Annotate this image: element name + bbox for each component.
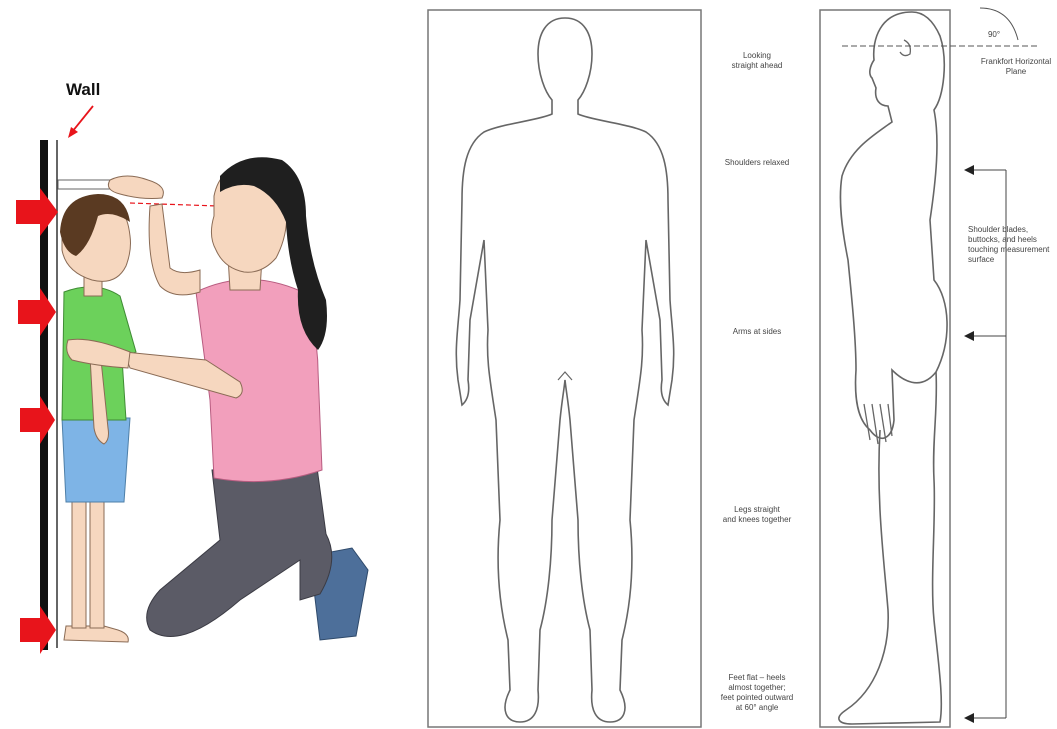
annotation-looking-ahead-line1: Looking bbox=[743, 51, 771, 60]
side-ear bbox=[900, 40, 910, 56]
annotation-legs-line1: Legs straight bbox=[734, 505, 781, 514]
annotation-feet-line3: feet pointed outward bbox=[721, 693, 794, 702]
arrow-shoulder-blades bbox=[964, 165, 974, 175]
adult-hand-on-headboard bbox=[108, 176, 163, 199]
wall-pointer-head bbox=[68, 127, 78, 138]
contact-line4: surface bbox=[968, 255, 995, 264]
adult-raised-arm bbox=[149, 204, 200, 295]
arrow-buttocks-contact bbox=[20, 396, 55, 444]
arrow-heels-contact bbox=[20, 606, 56, 654]
wall-label: Wall bbox=[66, 80, 100, 99]
annotation-feet-line4: at 60° angle bbox=[736, 703, 779, 712]
annotation-shoulders-relaxed: Shoulders relaxed bbox=[725, 158, 789, 167]
side-body-outline bbox=[840, 12, 947, 438]
frankfort-plane-label: Frankfort HorizontalPlane bbox=[981, 57, 1051, 76]
arrow-heels bbox=[964, 713, 974, 723]
arrow-head-contact bbox=[16, 188, 58, 236]
annotation-feet-line2: almost together; bbox=[728, 683, 785, 692]
annotation-looking-ahead-line2: straight ahead bbox=[732, 61, 783, 70]
front-view-panel bbox=[428, 10, 701, 727]
front-body-outline bbox=[456, 18, 673, 722]
adult-pants bbox=[147, 460, 332, 637]
frankfort-line2: Plane bbox=[1006, 67, 1027, 76]
front-body-crotch bbox=[558, 372, 572, 380]
arrow-shoulder-contact bbox=[18, 288, 56, 336]
arrow-buttocks bbox=[964, 331, 974, 341]
annotation-feet-flat: Feet flat – heelsalmost together;feet po… bbox=[721, 673, 794, 712]
annotation-looking-ahead: Lookingstraight ahead bbox=[732, 51, 783, 70]
side-view-frame bbox=[820, 10, 950, 727]
annotation-feet-line1: Feet flat – heels bbox=[729, 673, 786, 682]
contact-line3: touching measurement bbox=[968, 245, 1050, 254]
child-figure bbox=[60, 194, 136, 642]
frankfort-line1: Frankfort Horizontal bbox=[981, 57, 1051, 66]
annotation-arms-at-sides: Arms at sides bbox=[733, 327, 781, 336]
angle-label: 90° bbox=[988, 30, 1000, 39]
front-annotations: Lookingstraight ahead Shoulders relaxed … bbox=[721, 51, 794, 712]
wall-pointer-line bbox=[72, 106, 93, 132]
height-measurement-illustration: Wall bbox=[16, 80, 368, 654]
side-view-panel: 90° Frankfort HorizontalPlane Shoulder b… bbox=[820, 8, 1051, 727]
contact-line1: Shoulder blades, bbox=[968, 225, 1028, 234]
contact-annotation: Shoulder blades,buttocks, and heelstouch… bbox=[968, 225, 1050, 264]
contact-arrows bbox=[16, 188, 58, 654]
line-of-sight bbox=[130, 203, 218, 206]
annotation-legs-line2: and knees together bbox=[723, 515, 792, 524]
annotation-legs-straight: Legs straightand knees together bbox=[723, 505, 792, 524]
contact-line2: buttocks, and heels bbox=[968, 235, 1037, 244]
